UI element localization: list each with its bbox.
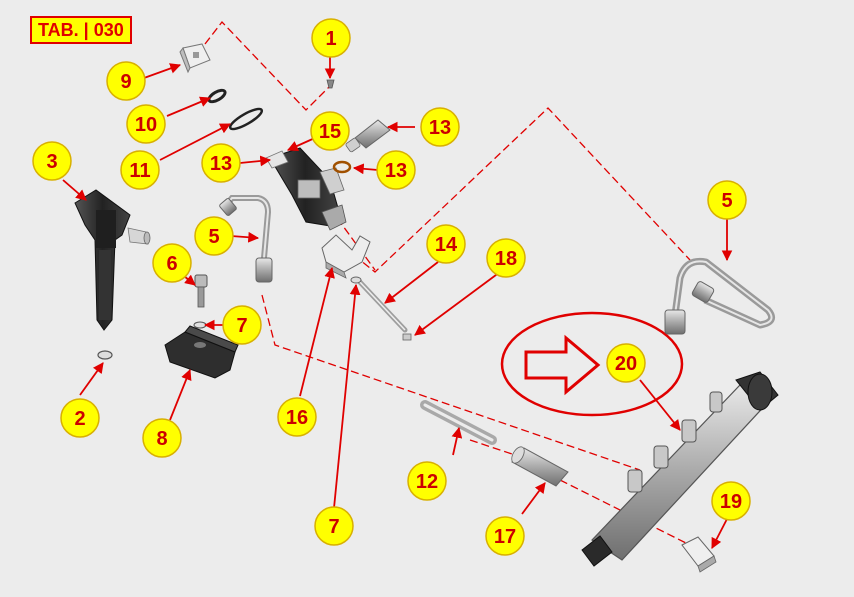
part-washer xyxy=(97,350,113,360)
callout-number: 7 xyxy=(328,516,339,538)
part-fuel-pipe-right xyxy=(664,257,776,335)
leader-lines xyxy=(62,55,733,549)
callout-number: 1 xyxy=(325,28,336,50)
callout-circle xyxy=(277,397,317,437)
part-o-ring-valve xyxy=(332,160,352,174)
callout-circle xyxy=(314,506,354,546)
callout-circle xyxy=(222,305,262,345)
callout-number: 15 xyxy=(319,121,341,143)
callout-number: 12 xyxy=(416,471,438,493)
callout-c2: 2 xyxy=(60,398,100,438)
part-injector xyxy=(74,189,151,331)
callout-number: 11 xyxy=(129,160,150,182)
callout-number: 5 xyxy=(208,226,219,248)
part-clip xyxy=(179,43,211,74)
callout-circle xyxy=(120,150,160,190)
callout-circle xyxy=(606,343,646,383)
callout-c10: 10 xyxy=(126,104,166,144)
callout-circle xyxy=(106,61,146,101)
callout-c7a: 7 xyxy=(222,305,262,345)
callout-number: 8 xyxy=(156,428,167,450)
callout-number: 13 xyxy=(210,153,232,175)
callout-circle xyxy=(310,111,350,151)
part-fuel-pipe-left xyxy=(219,195,273,283)
callout-number: 13 xyxy=(429,117,451,139)
callout-c13a: 13 xyxy=(420,107,460,147)
callout-c7b: 7 xyxy=(314,506,354,546)
part-plug xyxy=(681,536,717,573)
callout-circle xyxy=(376,150,416,190)
callout-c16: 16 xyxy=(277,397,317,437)
callout-c11: 11 xyxy=(120,150,160,190)
callout-c13c: 13 xyxy=(376,150,416,190)
callout-c12: 12 xyxy=(407,461,447,501)
callout-c6: 6 xyxy=(152,243,192,283)
callout-circle xyxy=(201,143,241,183)
part-pressure-valve xyxy=(265,147,347,231)
part-washer-small xyxy=(193,321,207,329)
callout-c20: 20 xyxy=(606,343,646,383)
callout-circle xyxy=(311,18,351,58)
part-clamp-bracket xyxy=(164,325,239,379)
callout-c18: 18 xyxy=(486,238,526,278)
callout-circle xyxy=(32,141,72,181)
part-fork-clamp xyxy=(321,234,371,279)
callout-c5a: 5 xyxy=(194,216,234,256)
callout-circle xyxy=(426,224,466,264)
callout-circle xyxy=(420,107,460,147)
callout-c8: 8 xyxy=(142,418,182,458)
callout-number: 3 xyxy=(46,151,57,173)
callout-number: 16 xyxy=(286,407,308,429)
part-washer-lower xyxy=(350,276,362,284)
part-rod xyxy=(355,277,408,333)
part-fuel-rail xyxy=(581,371,779,567)
callout-number: 17 xyxy=(494,526,516,548)
callout-circle xyxy=(485,516,525,556)
callout-number: 7 xyxy=(236,315,247,337)
callout-c15: 15 xyxy=(310,111,350,151)
callout-number: 5 xyxy=(721,190,732,212)
callout-circle xyxy=(711,481,751,521)
callout-circle xyxy=(60,398,100,438)
callout-circle xyxy=(152,243,192,283)
callout-circle xyxy=(126,104,166,144)
callout-c19: 19 xyxy=(711,481,751,521)
callout-circle xyxy=(707,180,747,220)
callout-number: 10 xyxy=(135,114,157,136)
callout-c14: 14 xyxy=(426,224,466,264)
callout-number: 13 xyxy=(385,160,407,182)
callout-circle xyxy=(142,418,182,458)
part-o-ring-small xyxy=(207,88,227,104)
callout-c5b: 5 xyxy=(707,180,747,220)
callout-number: 6 xyxy=(166,253,177,275)
part-pin xyxy=(402,333,412,341)
part-screw xyxy=(326,79,335,89)
callout-circle xyxy=(194,216,234,256)
callout-c1: 1 xyxy=(311,18,351,58)
part-fitting-top xyxy=(345,119,391,153)
callout-number: 19 xyxy=(720,491,742,513)
callout-c17: 17 xyxy=(485,516,525,556)
callout-number: 20 xyxy=(615,353,637,375)
highlight-ellipse xyxy=(500,311,684,417)
part-o-ring-large xyxy=(228,107,264,131)
callout-circle xyxy=(486,238,526,278)
hollow-arrow-icon xyxy=(524,334,601,396)
callout-number: 14 xyxy=(435,234,458,256)
part-sleeve xyxy=(511,446,569,487)
part-tube xyxy=(420,400,497,445)
part-bolt xyxy=(194,274,208,308)
callout-number: 9 xyxy=(120,71,131,93)
callout-c3: 3 xyxy=(32,141,72,181)
assembly-dashed-lines xyxy=(204,21,691,546)
callout-c13b: 13 xyxy=(201,143,241,183)
callout-number: 2 xyxy=(74,408,85,430)
table-label: TAB. | 030 xyxy=(30,16,132,44)
callout-number: 18 xyxy=(495,248,517,270)
callout-c9: 9 xyxy=(106,61,146,101)
callout-circle xyxy=(407,461,447,501)
